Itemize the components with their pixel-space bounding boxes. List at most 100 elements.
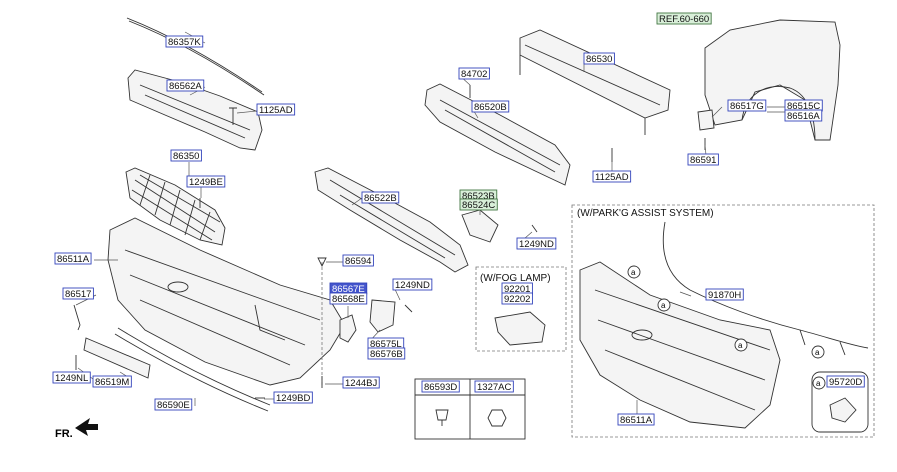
bolt-1249nd-b-part xyxy=(531,224,538,233)
part-number-text: 86511A xyxy=(620,415,653,426)
part-number-text: 95720D xyxy=(829,377,862,388)
part-number-text: 1249NL xyxy=(55,373,88,384)
part-number-text: 86357K xyxy=(168,37,201,48)
part-number-label: 86562A xyxy=(166,79,205,92)
grille-mesh-part xyxy=(125,167,226,246)
nut-1327ac-part xyxy=(487,409,507,427)
callout-a-4: a xyxy=(811,345,825,359)
part-number-text: 84702 xyxy=(461,69,487,80)
side-bracket-part xyxy=(339,314,357,343)
callout-a-2: a xyxy=(657,298,671,312)
svg-text:a: a xyxy=(661,301,666,310)
part-number-label: 86519M xyxy=(92,375,132,388)
lower-grille-part xyxy=(314,167,469,273)
part-number-text: 1125AD xyxy=(595,172,629,183)
part-number-text: 86524C xyxy=(462,200,495,211)
part-number-text: 86590E xyxy=(157,400,190,411)
park-assist-title: (W/PARK'G ASSIST SYSTEM) xyxy=(577,208,714,219)
parking-sensor-part xyxy=(829,397,857,423)
part-number-text: 86511A xyxy=(57,254,90,265)
part-number-label: 86524C xyxy=(459,198,498,211)
side-reflector-part xyxy=(697,109,715,131)
part-number-text: 86594 xyxy=(345,256,371,267)
part-number-text: 86522B xyxy=(364,193,397,204)
part-number-label: 95720D xyxy=(826,375,865,388)
part-number-text: 86530 xyxy=(586,54,612,65)
part-number-label: 1327AC xyxy=(474,380,514,393)
part-number-label: 1244BJ xyxy=(342,376,380,389)
part-number-label: 1249NL xyxy=(52,371,91,384)
fender-part xyxy=(704,19,841,141)
part-number-label: 1249BE xyxy=(186,175,226,188)
part-number-label: 86520B xyxy=(471,100,510,113)
part-number-text: 1249BD xyxy=(276,393,310,404)
part-number-text: REF.60-660 xyxy=(659,14,709,25)
part-number-text: 1249ND xyxy=(395,280,430,291)
bumper-cover-b-part xyxy=(579,261,781,429)
part-number-text: 86520B xyxy=(474,102,507,113)
part-number-label: 86517 xyxy=(62,287,94,300)
front-direction-indicator: FR. xyxy=(55,418,98,440)
part-number-label: REF.60-660 xyxy=(656,12,712,25)
part-number-label: 86522B xyxy=(361,191,400,204)
part-number-label: 1249ND xyxy=(516,237,557,250)
part-number-text: 92201 xyxy=(504,284,530,295)
part-number-text: 86515C xyxy=(787,101,820,112)
part-number-label: 91870H xyxy=(705,288,744,301)
fog-lamp-cover-part xyxy=(494,311,546,346)
part-number-text: 86519M xyxy=(95,377,129,388)
part-number-label: 86350 xyxy=(170,149,202,162)
part-number-text: 86523B xyxy=(462,191,495,202)
part-number-label: 86516A xyxy=(784,109,823,122)
svg-text:a: a xyxy=(816,379,821,388)
grille-cover-part xyxy=(461,209,499,243)
lower-strip-part xyxy=(83,337,151,379)
part-number-text: 86593D xyxy=(424,382,457,393)
part-number-text: 92202 xyxy=(504,294,530,305)
molding-strip-part xyxy=(126,17,263,93)
part-number-text: 1327AC xyxy=(477,382,511,393)
part-number-label: 1249BD xyxy=(273,391,313,404)
part-number-text: 86562A xyxy=(169,81,202,92)
part-number-label: 92202 xyxy=(501,292,533,305)
part-number-label: 86517G xyxy=(727,99,767,112)
fog-lamp-section xyxy=(475,266,567,352)
part-number-text: 86516A xyxy=(787,111,820,122)
callout-a-5: a xyxy=(812,376,826,390)
svg-text:a: a xyxy=(815,348,820,357)
part-number-text: 86568E xyxy=(332,294,365,305)
part-number-text: 1125AD xyxy=(259,105,293,116)
part-number-text: 86591 xyxy=(690,155,716,166)
part-number-text: 86567E xyxy=(332,284,365,295)
part-number-label: 86511A xyxy=(617,413,655,426)
part-number-text: 86576B xyxy=(370,349,403,360)
part-number-text: 86575L xyxy=(370,339,402,350)
part-number-label: 86511A xyxy=(54,252,92,265)
part-number-text: 86517 xyxy=(65,289,91,300)
part-number-label: 86576B xyxy=(367,347,406,360)
part-number-label: 86590E xyxy=(154,398,193,411)
tow-cover-part xyxy=(73,304,81,331)
bolt-part xyxy=(229,107,237,125)
lower-lip-part xyxy=(117,327,271,406)
fog-bracket-part xyxy=(369,299,396,333)
part-number-label: 1125AD xyxy=(592,170,632,183)
part-number-label: 84702 xyxy=(458,67,490,80)
part-number-label: 86593D xyxy=(421,380,460,393)
bumper-beam-part xyxy=(519,29,671,135)
energy-absorber-part xyxy=(424,83,571,186)
clip-86593d-part xyxy=(435,409,449,426)
callout-a-3: a xyxy=(734,338,748,352)
part-number-label: 86591 xyxy=(687,153,719,166)
svg-text:a: a xyxy=(738,341,743,350)
part-number-label: 86530 xyxy=(583,52,615,65)
part-number-label: 1125AD xyxy=(256,103,296,116)
callout-a-1: a xyxy=(627,265,641,279)
part-number-text: 86350 xyxy=(173,151,199,162)
svg-text:a: a xyxy=(631,268,636,277)
wiring-harness-part xyxy=(662,221,869,349)
part-number-label: 1249ND xyxy=(392,278,433,291)
bolt-1249nd-part xyxy=(404,304,413,313)
part-number-label: 86357K xyxy=(165,35,204,48)
